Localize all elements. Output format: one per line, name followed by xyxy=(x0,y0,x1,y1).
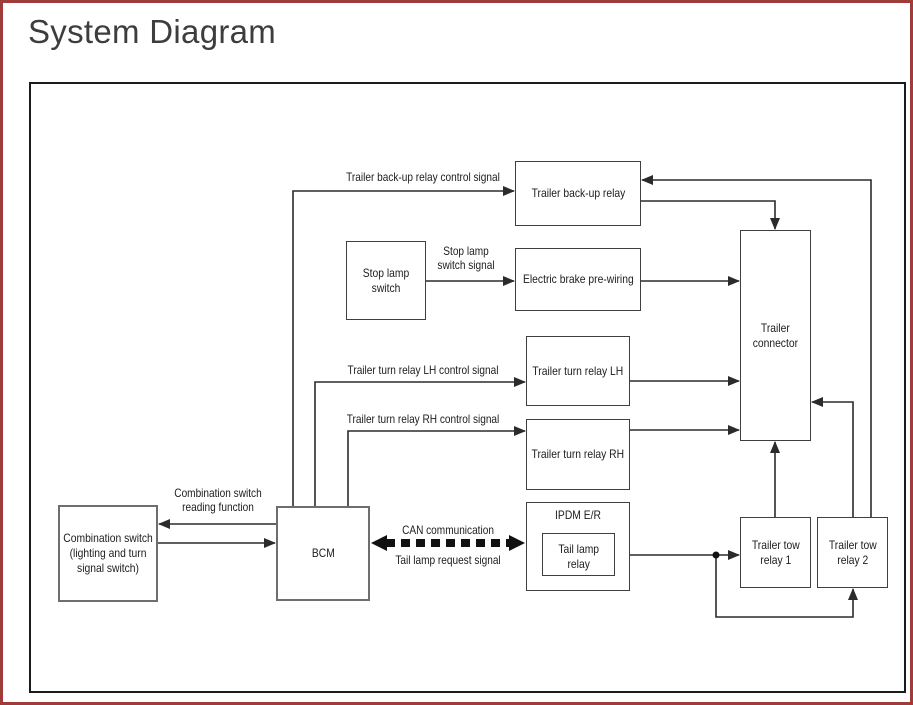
wire-backup-relay-control xyxy=(292,186,515,506)
box-stop-lamp-switch: Stop lamp switch xyxy=(346,241,426,320)
box-trailer-turn-relay-rh: Trailer turn relay RH xyxy=(526,419,630,490)
box-label: Tail lamp relay xyxy=(558,542,599,571)
box-label: Stop lamp switch xyxy=(362,265,410,295)
box-trailer-tow-relay-2: Trailer tow relay 2 xyxy=(817,517,888,588)
box-trailer-tow-relay-1: Trailer tow relay 1 xyxy=(740,517,811,588)
junction-dot xyxy=(712,551,720,559)
label-tail-lamp-request-signal: Tail lamp request signal xyxy=(395,553,501,567)
label-backup-relay-control-signal: Trailer back-up relay control signal xyxy=(346,170,500,184)
box-trailer-backup-relay: Trailer back-up relay xyxy=(515,161,641,226)
wire-tow2-to-backup-relay xyxy=(641,175,872,517)
box-ipdm-er: IPDM E/R Tail lamp relay xyxy=(526,502,630,591)
box-label: Combination switch (lighting and turn si… xyxy=(63,531,153,575)
label-combination-switch-reading: Combination switch reading function xyxy=(174,486,262,514)
box-label: Electric brake pre-wiring xyxy=(522,272,634,286)
wire-turn-rh-control xyxy=(347,426,526,506)
wire-tow2-to-connector xyxy=(811,397,854,517)
box-tail-lamp-relay: Tail lamp relay xyxy=(542,533,615,576)
box-label: Trailer turn relay RH xyxy=(531,447,625,461)
diagram-wires xyxy=(158,175,872,618)
label-turn-lh-control-signal: Trailer turn relay LH control signal xyxy=(347,363,499,377)
can-arrowhead-left xyxy=(371,535,387,551)
box-trailer-turn-relay-lh: Trailer turn relay LH xyxy=(526,336,630,406)
box-trailer-connector: Trailer connector xyxy=(740,230,811,441)
wire-backup-to-connector xyxy=(641,200,780,230)
box-label: BCM xyxy=(311,546,335,560)
box-label: Trailer back-up relay xyxy=(531,186,625,200)
box-label: Trailer connector xyxy=(752,320,799,350)
box-label: Trailer turn relay LH xyxy=(532,363,624,378)
wire-turn-lh-control xyxy=(314,377,526,506)
box-electric-brake-prewiring: Electric brake pre-wiring xyxy=(515,248,641,311)
wire-taillamp-to-tow2 xyxy=(715,555,858,618)
label-can-communication: CAN communication xyxy=(402,523,494,537)
label-turn-rh-control-signal: Trailer turn relay RH control signal xyxy=(346,412,500,426)
box-label: Trailer tow relay 2 xyxy=(828,537,877,567)
box-combination-switch: Combination switch (lighting and turn si… xyxy=(58,505,158,602)
page-title: System Diagram xyxy=(28,13,277,50)
can-arrowhead-right xyxy=(509,535,525,551)
label-stop-lamp-switch-signal: Stop lamp switch signal xyxy=(437,244,495,272)
box-bcm: BCM xyxy=(276,506,370,601)
box-label: IPDM E/R xyxy=(555,508,601,522)
box-label: Trailer tow relay 1 xyxy=(751,537,800,567)
